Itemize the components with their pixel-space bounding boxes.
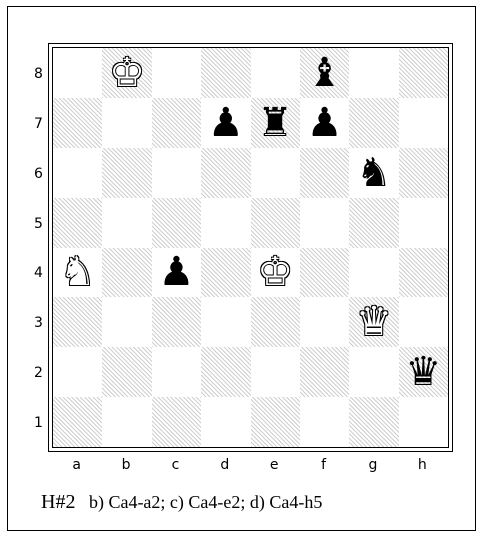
white-king-icon[interactable]: ♚ — [251, 248, 300, 298]
square-e1[interactable] — [251, 397, 300, 447]
square-f1[interactable] — [300, 397, 349, 447]
rank-label-2: 2 — [34, 365, 43, 381]
square-e6[interactable] — [251, 148, 300, 198]
white-knight-icon[interactable]: ♞ — [53, 248, 102, 298]
square-f2[interactable] — [300, 347, 349, 397]
black-bishop-icon[interactable]: ♝ — [300, 48, 349, 98]
square-a7[interactable] — [53, 98, 102, 148]
square-a6[interactable] — [53, 148, 102, 198]
board-border: ♚♝♟♜♟♞♞♟♚♛♛ — [48, 43, 453, 452]
stipulation: H#2 — [41, 491, 75, 513]
twin-variations: b) Ca4-a2; c) Ca4-e2; d) Ca4-h5 — [89, 492, 322, 512]
square-c3[interactable] — [152, 297, 201, 347]
square-d6[interactable] — [201, 148, 250, 198]
square-b6[interactable] — [102, 148, 151, 198]
square-f4[interactable] — [300, 248, 349, 298]
square-g5[interactable] — [349, 198, 398, 248]
square-d1[interactable] — [201, 397, 250, 447]
square-b1[interactable] — [102, 397, 151, 447]
black-rook-icon[interactable]: ♜ — [251, 98, 300, 148]
square-e3[interactable] — [251, 297, 300, 347]
file-label-e: e — [264, 457, 284, 473]
square-g4[interactable] — [349, 248, 398, 298]
black-pawn-icon[interactable]: ♟ — [201, 98, 250, 148]
square-c2[interactable] — [152, 347, 201, 397]
square-d4[interactable] — [201, 248, 250, 298]
square-h3[interactable] — [399, 297, 448, 347]
rank-label-1: 1 — [34, 415, 43, 431]
square-d8[interactable] — [201, 48, 250, 98]
square-b2[interactable] — [102, 347, 151, 397]
black-pawn-icon[interactable]: ♟ — [300, 98, 349, 148]
square-g1[interactable] — [349, 397, 398, 447]
square-a5[interactable] — [53, 198, 102, 248]
square-c6[interactable] — [152, 148, 201, 198]
square-a2[interactable] — [53, 347, 102, 397]
square-h5[interactable] — [399, 198, 448, 248]
square-g8[interactable] — [349, 48, 398, 98]
square-b5[interactable] — [102, 198, 151, 248]
square-a8[interactable] — [53, 48, 102, 98]
rank-label-6: 6 — [34, 166, 43, 182]
file-label-a: a — [67, 457, 87, 473]
rank-label-8: 8 — [34, 66, 43, 82]
problem-caption: H#2 b) Ca4-a2; c) Ca4-e2; d) Ca4-h5 — [41, 491, 322, 514]
square-h1[interactable] — [399, 397, 448, 447]
square-h7[interactable] — [399, 98, 448, 148]
chess-board: ♚♝♟♜♟♞♞♟♚♛♛ — [52, 47, 449, 448]
white-king-icon[interactable]: ♚ — [102, 48, 151, 98]
rank-label-3: 3 — [34, 315, 43, 331]
square-f5[interactable] — [300, 198, 349, 248]
square-b4[interactable] — [102, 248, 151, 298]
file-label-g: g — [363, 457, 383, 473]
rank-label-4: 4 — [34, 265, 43, 281]
black-pawn-icon[interactable]: ♟ — [152, 248, 201, 298]
square-e8[interactable] — [251, 48, 300, 98]
square-h4[interactable] — [399, 248, 448, 298]
square-e5[interactable] — [251, 198, 300, 248]
white-queen-icon[interactable]: ♛ — [349, 297, 398, 347]
rank-label-7: 7 — [34, 116, 43, 132]
square-c1[interactable] — [152, 397, 201, 447]
square-h6[interactable] — [399, 148, 448, 198]
rank-label-5: 5 — [34, 216, 43, 232]
square-e2[interactable] — [251, 347, 300, 397]
square-d3[interactable] — [201, 297, 250, 347]
square-b3[interactable] — [102, 297, 151, 347]
square-c8[interactable] — [152, 48, 201, 98]
square-f6[interactable] — [300, 148, 349, 198]
square-d5[interactable] — [201, 198, 250, 248]
black-queen-icon[interactable]: ♛ — [399, 347, 448, 397]
file-label-h: h — [412, 457, 432, 473]
square-a1[interactable] — [53, 397, 102, 447]
file-label-f: f — [314, 457, 334, 473]
file-label-d: d — [215, 457, 235, 473]
square-a3[interactable] — [53, 297, 102, 347]
square-f3[interactable] — [300, 297, 349, 347]
square-g7[interactable] — [349, 98, 398, 148]
square-d2[interactable] — [201, 347, 250, 397]
square-h8[interactable] — [399, 48, 448, 98]
square-c7[interactable] — [152, 98, 201, 148]
square-b7[interactable] — [102, 98, 151, 148]
black-knight-icon[interactable]: ♞ — [349, 148, 398, 198]
square-g2[interactable] — [349, 347, 398, 397]
square-c5[interactable] — [152, 198, 201, 248]
file-label-b: b — [116, 457, 136, 473]
file-label-c: c — [165, 457, 185, 473]
